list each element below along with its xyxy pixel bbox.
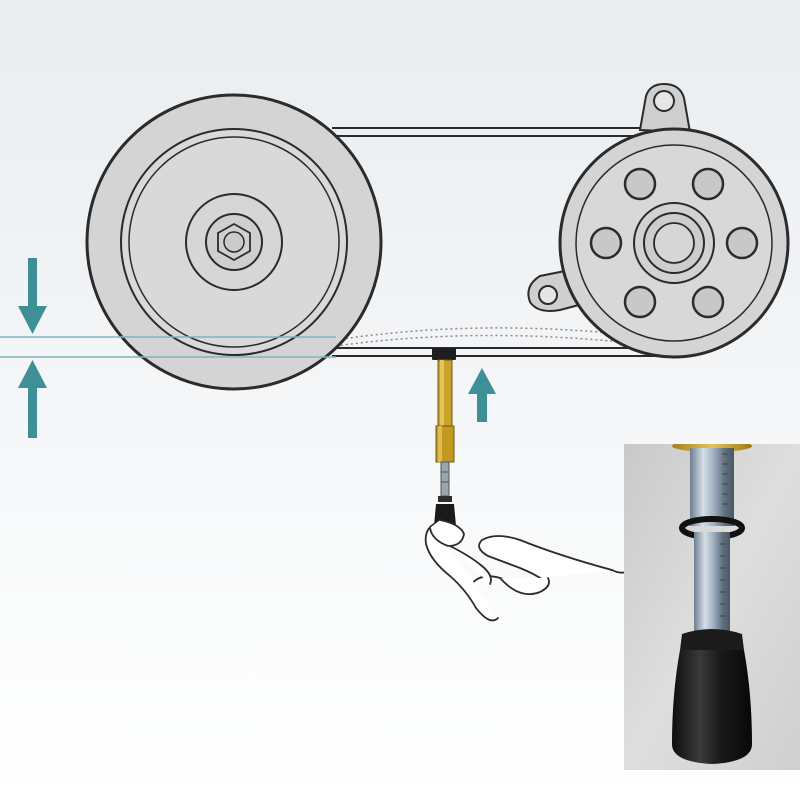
gauge-upper-shaft bbox=[690, 448, 734, 526]
deflected-belt-outline bbox=[335, 327, 641, 347]
pulley-bolt-holes bbox=[589, 167, 759, 319]
drive-belt bbox=[332, 127, 660, 357]
inset-gauge-photo bbox=[624, 444, 800, 770]
arrow-down-icon bbox=[18, 258, 47, 334]
hand-icon bbox=[424, 519, 627, 622]
small-drive-pulley bbox=[527, 82, 790, 359]
push-direction-arrow-icon bbox=[468, 368, 496, 422]
gauge-rubber-tip bbox=[672, 650, 752, 764]
large-driven-pulley bbox=[85, 93, 383, 391]
gauge-tip-collar bbox=[680, 629, 744, 650]
deflection-guide-lines bbox=[0, 336, 336, 358]
gauge-lower-shaft bbox=[694, 532, 730, 634]
tension-gauge bbox=[432, 348, 456, 526]
arrow-up-icon bbox=[18, 360, 47, 438]
